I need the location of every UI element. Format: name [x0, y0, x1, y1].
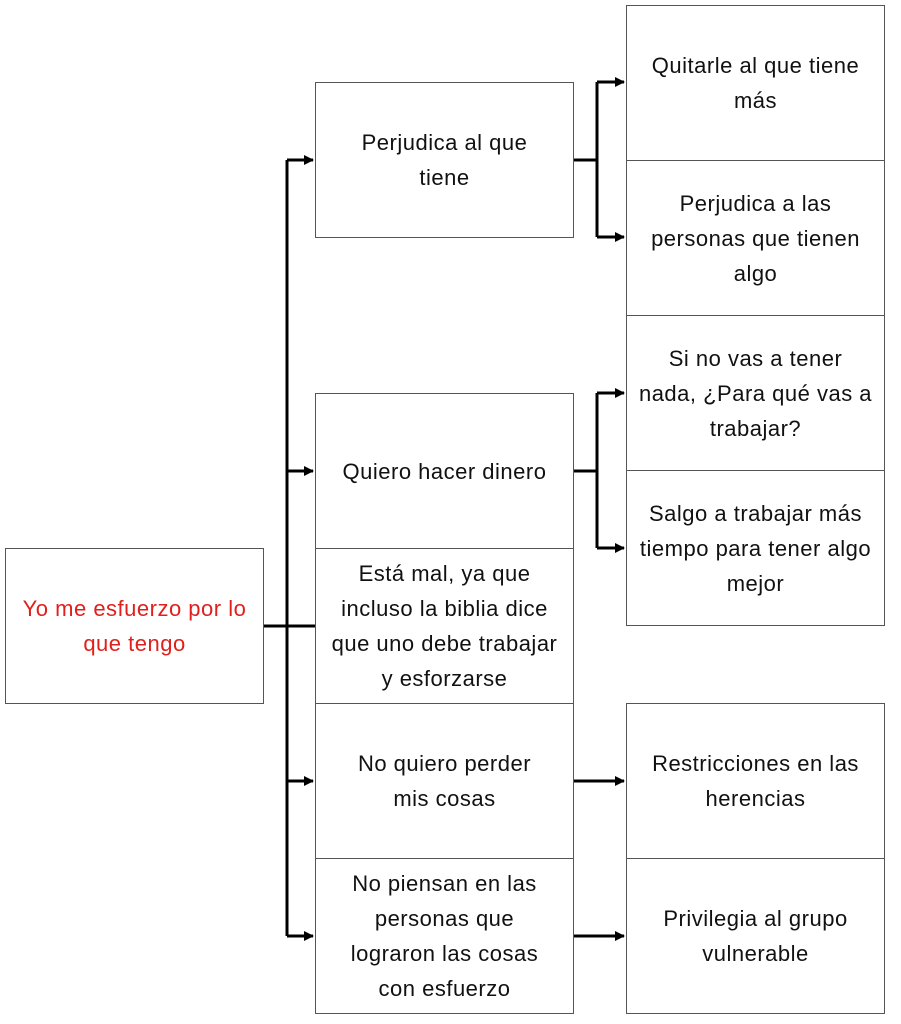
node-perjudica-al-que-tiene: Perjudica al que tiene	[315, 82, 574, 238]
node-text: Perjudica al que tiene	[361, 130, 528, 190]
node-salgo-a-trabajar: Salgo a trabajar más tiempo para tener a…	[626, 470, 885, 626]
node-perjudica-personas: Perjudica a las personas que tienen algo	[626, 160, 885, 316]
node-esta-mal-biblia: Está mal, ya que incluso la biblia dice …	[315, 548, 574, 704]
node-quiero-hacer-dinero: Quiero hacer dinero	[315, 393, 574, 549]
node-text: Está mal, ya que incluso la biblia dice …	[331, 561, 558, 691]
node-quitarle: Quitarle al que tiene más	[626, 5, 885, 161]
node-text: No quiero perder mis cosas	[357, 751, 532, 811]
node-si-no-vas: Si no vas a tener nada, ¿Para qué vas a …	[626, 315, 885, 471]
node-text: Privilegia al grupo vulnerable	[663, 906, 848, 966]
node-text: Si no vas a tener nada, ¿Para qué vas a …	[638, 345, 873, 441]
node-text: Perjudica a las personas que tienen algo	[651, 190, 860, 286]
root-node-text: Yo me esfuerzo por lo que tengo	[22, 596, 247, 656]
node-text: No piensan en las personas que lograron …	[350, 871, 539, 1001]
node-no-quiero-perder: No quiero perder mis cosas	[315, 703, 574, 859]
branch-dinero	[573, 393, 599, 548]
node-no-piensan: No piensan en las personas que lograron …	[315, 858, 574, 1014]
node-text: Quiero hacer dinero	[342, 458, 547, 484]
node-text: Quitarle al que tiene más	[651, 53, 860, 113]
branch-perjudica	[573, 82, 599, 237]
node-text: Restricciones en las herencias	[652, 751, 859, 811]
node-restricciones: Restricciones en las herencias	[626, 703, 885, 859]
node-privilegia: Privilegia al grupo vulnerable	[626, 858, 885, 1014]
root-node: Yo me esfuerzo por lo que tengo	[5, 548, 264, 704]
node-text: Salgo a trabajar más tiempo para tener a…	[639, 500, 872, 596]
